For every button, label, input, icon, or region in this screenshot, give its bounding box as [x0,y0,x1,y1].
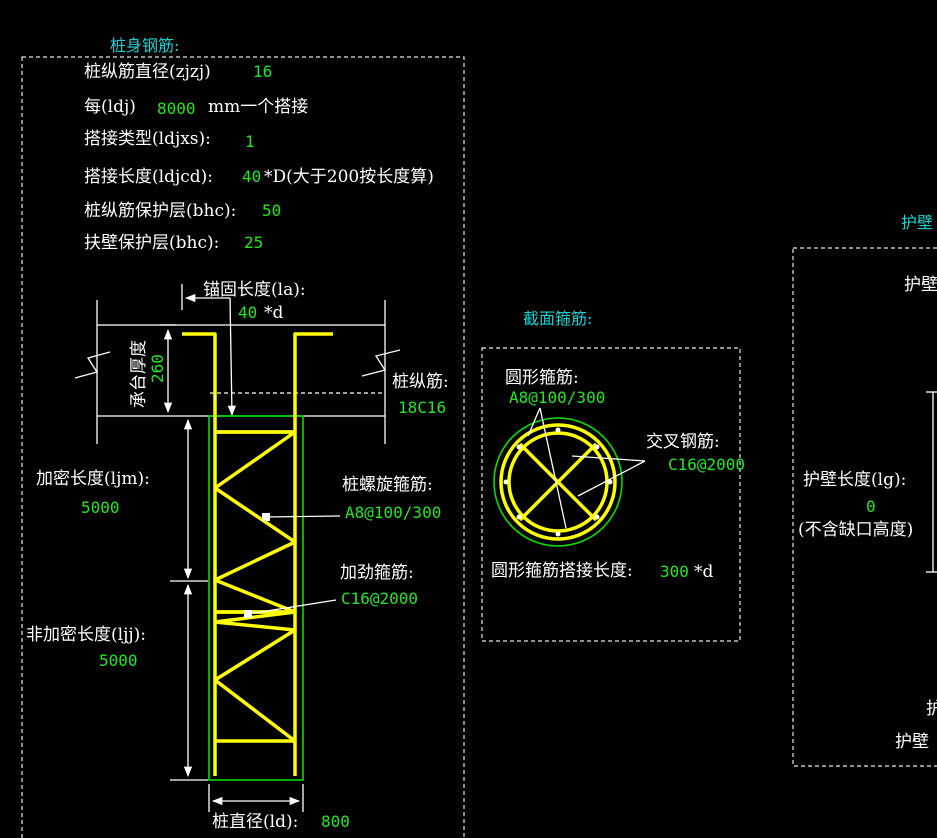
dense-length-label: 加密长度(ljm): [36,469,150,489]
wall-title: 护壁 [901,213,933,232]
circle-hoop-label: 圆形箍筋: [505,368,579,388]
ldjcd-value[interactable]: 40 [242,167,261,186]
zjzj-value[interactable]: 16 [253,62,272,81]
ldjcd-label: 搭接长度(ldjcd): [84,167,213,187]
fb-bhc-value[interactable]: 25 [244,233,263,252]
zjzj-label: 桩纵筋直径(zjzj) [84,62,211,82]
diameter-label: 桩直径(ld): [212,812,298,832]
pile-body-frame [21,56,465,838]
pile-elevation: 锚固长度(la): 40 *d 承台厚度 260 桩纵筋: 18C16 [26,280,449,832]
nondense-length-value[interactable]: 5000 [99,651,138,670]
long-bar-label: 桩纵筋: [392,372,449,392]
section-drawing [493,407,646,547]
lap-length-label: 圆形箍筋搭接长度: [491,561,633,581]
wall-frame [792,247,937,767]
wall-note: (不含缺口高度) [798,520,913,540]
dense-length-value[interactable]: 5000 [81,498,120,517]
spiral-hoop-label: 桩螺旋箍筋: [342,475,433,495]
nondense-length-label: 非加密长度(ljj): [26,625,146,645]
section-frame [481,347,741,642]
wall-top-label: 护壁 [904,275,937,295]
lap-length-value[interactable]: 300 [660,562,689,581]
long-bar-value[interactable]: 18C16 [398,398,446,417]
ldjxs-label: 搭接类型(ldjxs): [84,129,211,149]
cross-bar-label: 交叉钢筋: [646,432,720,452]
cap-thickness-value[interactable]: 260 [148,354,167,383]
ldj-value[interactable]: 8000 [157,99,196,118]
anchor-label: 锚固长度(la): [203,280,306,300]
fb-bhc-label: 扶壁保护层(bhc): [84,233,219,253]
wall-length-value[interactable]: 0 [866,497,876,516]
wall-bottom-label-2: 护壁 [895,732,929,752]
cross-bar-value[interactable]: C16@2000 [668,455,745,474]
stiff-hoop-value[interactable]: C16@2000 [341,589,418,608]
ldjcd-suffix: *D(大于200按长度算) [264,167,434,187]
lap-length-unit: *d [694,562,714,582]
wall-bottom-label-1: 护 [926,699,937,719]
stiff-hoop-label: 加劲箍筋: [340,563,414,583]
section-title: 截面箍筋: [523,309,592,328]
cap-thickness-label: 承台厚度 [129,340,149,408]
circle-hoop-value[interactable]: A8@100/300 [509,388,605,407]
ldj-suffix: mm一个搭接 [208,97,308,117]
ldjxs-value[interactable]: 1 [245,132,255,151]
bhc-label: 桩纵筋保护层(bhc): [84,201,236,221]
diameter-value[interactable]: 800 [321,812,350,831]
bhc-value[interactable]: 50 [262,201,281,220]
pile-body-title: 桩身钢筋: [110,36,179,55]
anchor-unit: *d [264,303,284,323]
ldj-prefix: 每(ldj) [84,97,136,117]
anchor-value[interactable]: 40 [238,303,257,322]
spiral-hoop-value[interactable]: A8@100/300 [345,503,441,522]
wall-length-label: 护壁长度(lg): [803,470,906,490]
